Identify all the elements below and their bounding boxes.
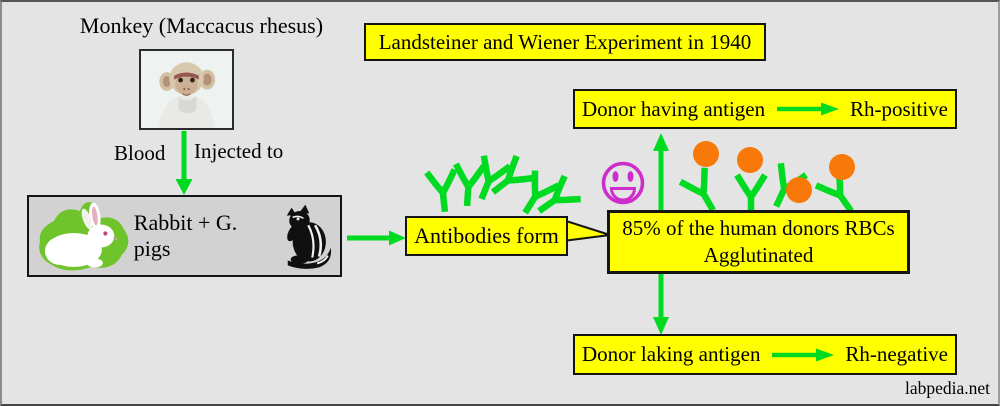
rhesus-monkey-icon: [141, 51, 232, 128]
hosts-to-antibodies-arrow: [347, 230, 406, 246]
chipmunk-image: [287, 204, 332, 269]
outcome-box: 85% of the human donors RBCs Agglutinate…: [607, 210, 910, 274]
antibody-icon: [469, 156, 510, 205]
arrow-to-rh-negative: [653, 274, 669, 335]
hosts-box: Rabbit + G. pigs: [27, 195, 342, 277]
rh-negative-label: Rh-negative: [845, 342, 948, 366]
blood-arrow-down: [175, 131, 193, 195]
monkey-photo: [139, 49, 234, 130]
callout-pointer: [562, 218, 611, 243]
injected-to-label: Injected to: [194, 139, 284, 163]
antibody-icon: [484, 156, 534, 203]
antibody-icon: [427, 170, 459, 214]
experiment-title: Landsteiner and Wiener Experiment in 194…: [378, 29, 752, 54]
outcome-line1: 85% of the human donors RBCs: [622, 216, 895, 241]
agglutination-cluster: [680, 141, 862, 219]
antigen-icon: [786, 177, 812, 203]
experiment-title-box: Landsteiner and Wiener Experiment in 194…: [364, 23, 766, 61]
antibody-icon: [763, 163, 806, 212]
outcome-line2: Agglutinated: [703, 243, 814, 267]
watermark: labpedia.net: [904, 378, 990, 398]
arrow-to-rh-positive: [653, 133, 669, 211]
free-antibodies-group: [427, 156, 581, 223]
antigen-icon: [829, 154, 855, 180]
monkey-caption: Monkey (Maccacus rhesus): [79, 13, 324, 38]
rh-positive-box: Donor having antigen Rh-positive: [573, 89, 957, 129]
donor-laking-antigen-label: Donor laking antigen: [582, 342, 761, 366]
hosts-label: Rabbit + G. pigs: [133, 210, 238, 261]
green-arrow-right-icon: [776, 102, 839, 116]
rabbit-image: [39, 202, 129, 271]
antigen-icon: [737, 147, 763, 173]
green-arrow-right-icon: [771, 348, 834, 361]
antibody-icon: [513, 171, 558, 221]
antibodies-form-label: Antibodies form: [414, 223, 559, 248]
antigen-icon: [693, 141, 719, 167]
smiley-icon: [601, 161, 645, 205]
rh-negative-box: Donor laking antigen Rh-negative: [573, 334, 957, 375]
antibodies-form-box: Antibodies form: [405, 216, 568, 256]
rh-positive-label: Rh-positive: [850, 96, 948, 121]
blood-label: Blood: [114, 141, 166, 165]
antibody-icon: [453, 164, 484, 207]
donor-having-antigen-label: Donor having antigen: [582, 96, 766, 121]
